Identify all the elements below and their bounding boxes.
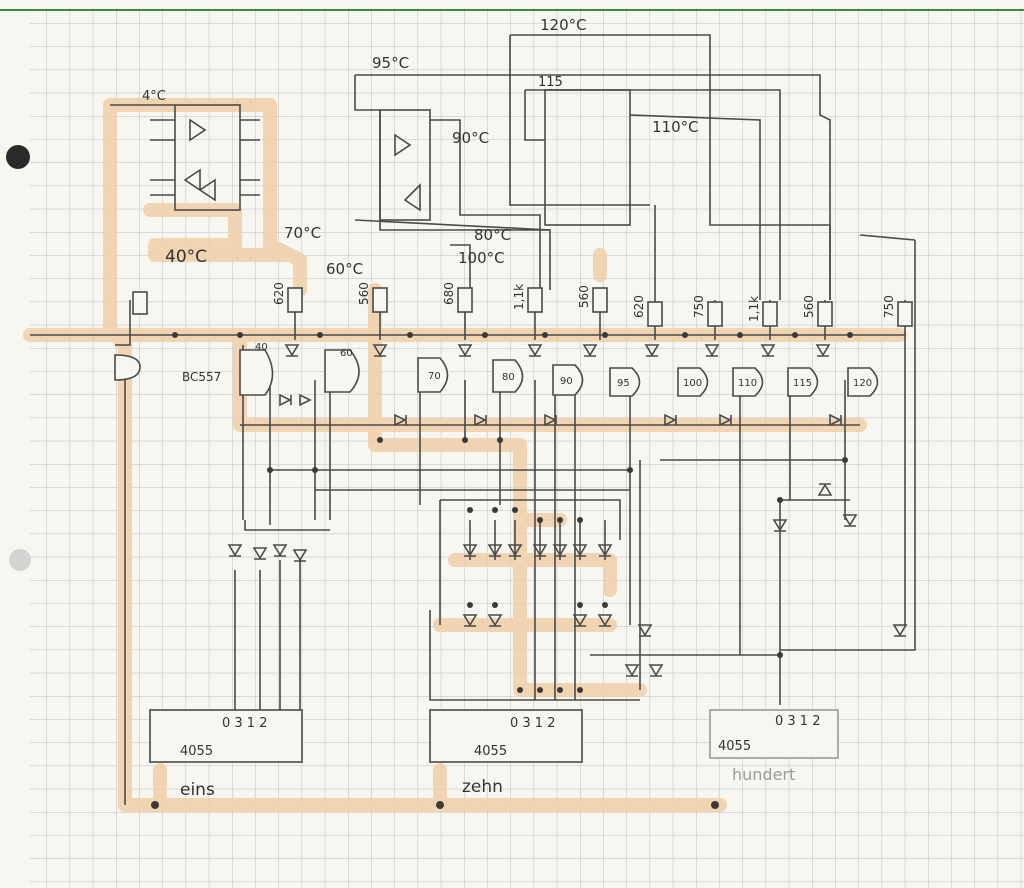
gate-number-120: 120	[853, 378, 872, 389]
gates	[114, 349, 879, 397]
resistor-value-8: 1,1k	[747, 296, 761, 322]
resistor-r2	[372, 287, 388, 313]
opamp-blocks	[174, 89, 631, 226]
chip-zehn	[429, 709, 583, 763]
resistor-value-6: 620	[632, 295, 646, 318]
temp-label-4: 4°C	[142, 89, 166, 104]
gate-80	[492, 359, 524, 393]
opamp-ic-top	[544, 89, 631, 226]
resistor-r4	[527, 287, 543, 313]
labels: 120°C 95°C 115 90°C 110°C 4°C 40°C 70°C …	[142, 16, 896, 800]
resistor-value-9: 560	[802, 295, 816, 318]
chip-eins-pins: 0 3 1 2	[222, 716, 267, 731]
gate-number-115: 115	[793, 378, 812, 389]
gate-60	[324, 349, 360, 393]
resistor-r7	[707, 301, 723, 327]
resistor-r6	[647, 301, 663, 327]
gate-number-110: 110	[738, 378, 757, 389]
temp-label-60: 60°C	[326, 260, 363, 278]
chip-hundert	[709, 709, 839, 759]
temp-label-100: 100°C	[458, 249, 505, 267]
temp-label-90: 90°C	[452, 129, 489, 147]
temp-label-40: 40°C	[165, 247, 207, 267]
chip-eins	[149, 709, 303, 763]
junction-dots	[151, 332, 853, 809]
sensor-symbol	[114, 354, 141, 381]
chip-hundert-caption: hundert	[732, 765, 795, 784]
resistor-value-3: 680	[442, 282, 456, 305]
chip-hundert-part: 4055	[718, 739, 751, 754]
resistors	[132, 287, 913, 327]
temp-label-115: 115	[538, 75, 563, 90]
transistor-label: BC557	[182, 370, 221, 384]
temp-label-95: 95°C	[372, 54, 409, 72]
gate-70	[417, 357, 449, 393]
resistor-value-10: 750	[882, 295, 896, 318]
resistor-value-2: 560	[357, 282, 371, 305]
punch-hole-top	[6, 145, 30, 169]
gate-90	[552, 364, 584, 396]
chips	[149, 709, 839, 763]
resistor-r10	[897, 301, 913, 327]
resistor-r9	[817, 301, 833, 327]
gate-number-40: 40	[255, 342, 268, 353]
gate-number-60: 60	[340, 348, 353, 359]
chip-zehn-caption: zehn	[462, 777, 503, 797]
resistor-value-4: 1,1k	[512, 284, 526, 310]
resistor-r8	[762, 301, 778, 327]
gate-95	[609, 367, 641, 397]
gate-number-100: 100	[683, 378, 702, 389]
gate-number-90: 90	[560, 376, 573, 387]
punch-hole-bottom	[9, 549, 31, 571]
resistor-r1	[287, 287, 303, 313]
temp-label-80: 80°C	[474, 226, 511, 244]
resistor-value-1: 620	[272, 282, 286, 305]
temp-label-110: 110°C	[652, 118, 699, 136]
chip-eins-caption: eins	[180, 780, 215, 800]
gate-number-95: 95	[617, 378, 630, 389]
opamp-ic-middle	[379, 109, 431, 221]
wiring	[30, 34, 916, 805]
transistor-bc557	[239, 349, 274, 396]
gate-number-80: 80	[502, 372, 515, 383]
resistor-r5	[592, 287, 608, 313]
chip-zehn-pins: 0 3 1 2	[510, 716, 555, 731]
diodes	[227, 344, 908, 677]
gate-110	[732, 367, 764, 397]
opamp-ic-left	[174, 104, 241, 211]
chip-eins-part: 4055	[180, 744, 213, 759]
temp-label-70: 70°C	[284, 224, 321, 242]
resistor-value-5: 560	[577, 285, 591, 308]
temp-label-120: 120°C	[540, 16, 587, 34]
chip-zehn-part: 4055	[474, 744, 507, 759]
gate-115	[787, 367, 819, 397]
gate-120	[847, 367, 879, 397]
resistor-r3	[457, 287, 473, 313]
resistor-value-7: 750	[692, 295, 706, 318]
chip-hundert-pins: 0 3 1 2	[775, 714, 820, 729]
gate-100	[677, 367, 709, 397]
resistor-sensor	[132, 291, 148, 315]
gate-number-70: 70	[428, 371, 441, 382]
